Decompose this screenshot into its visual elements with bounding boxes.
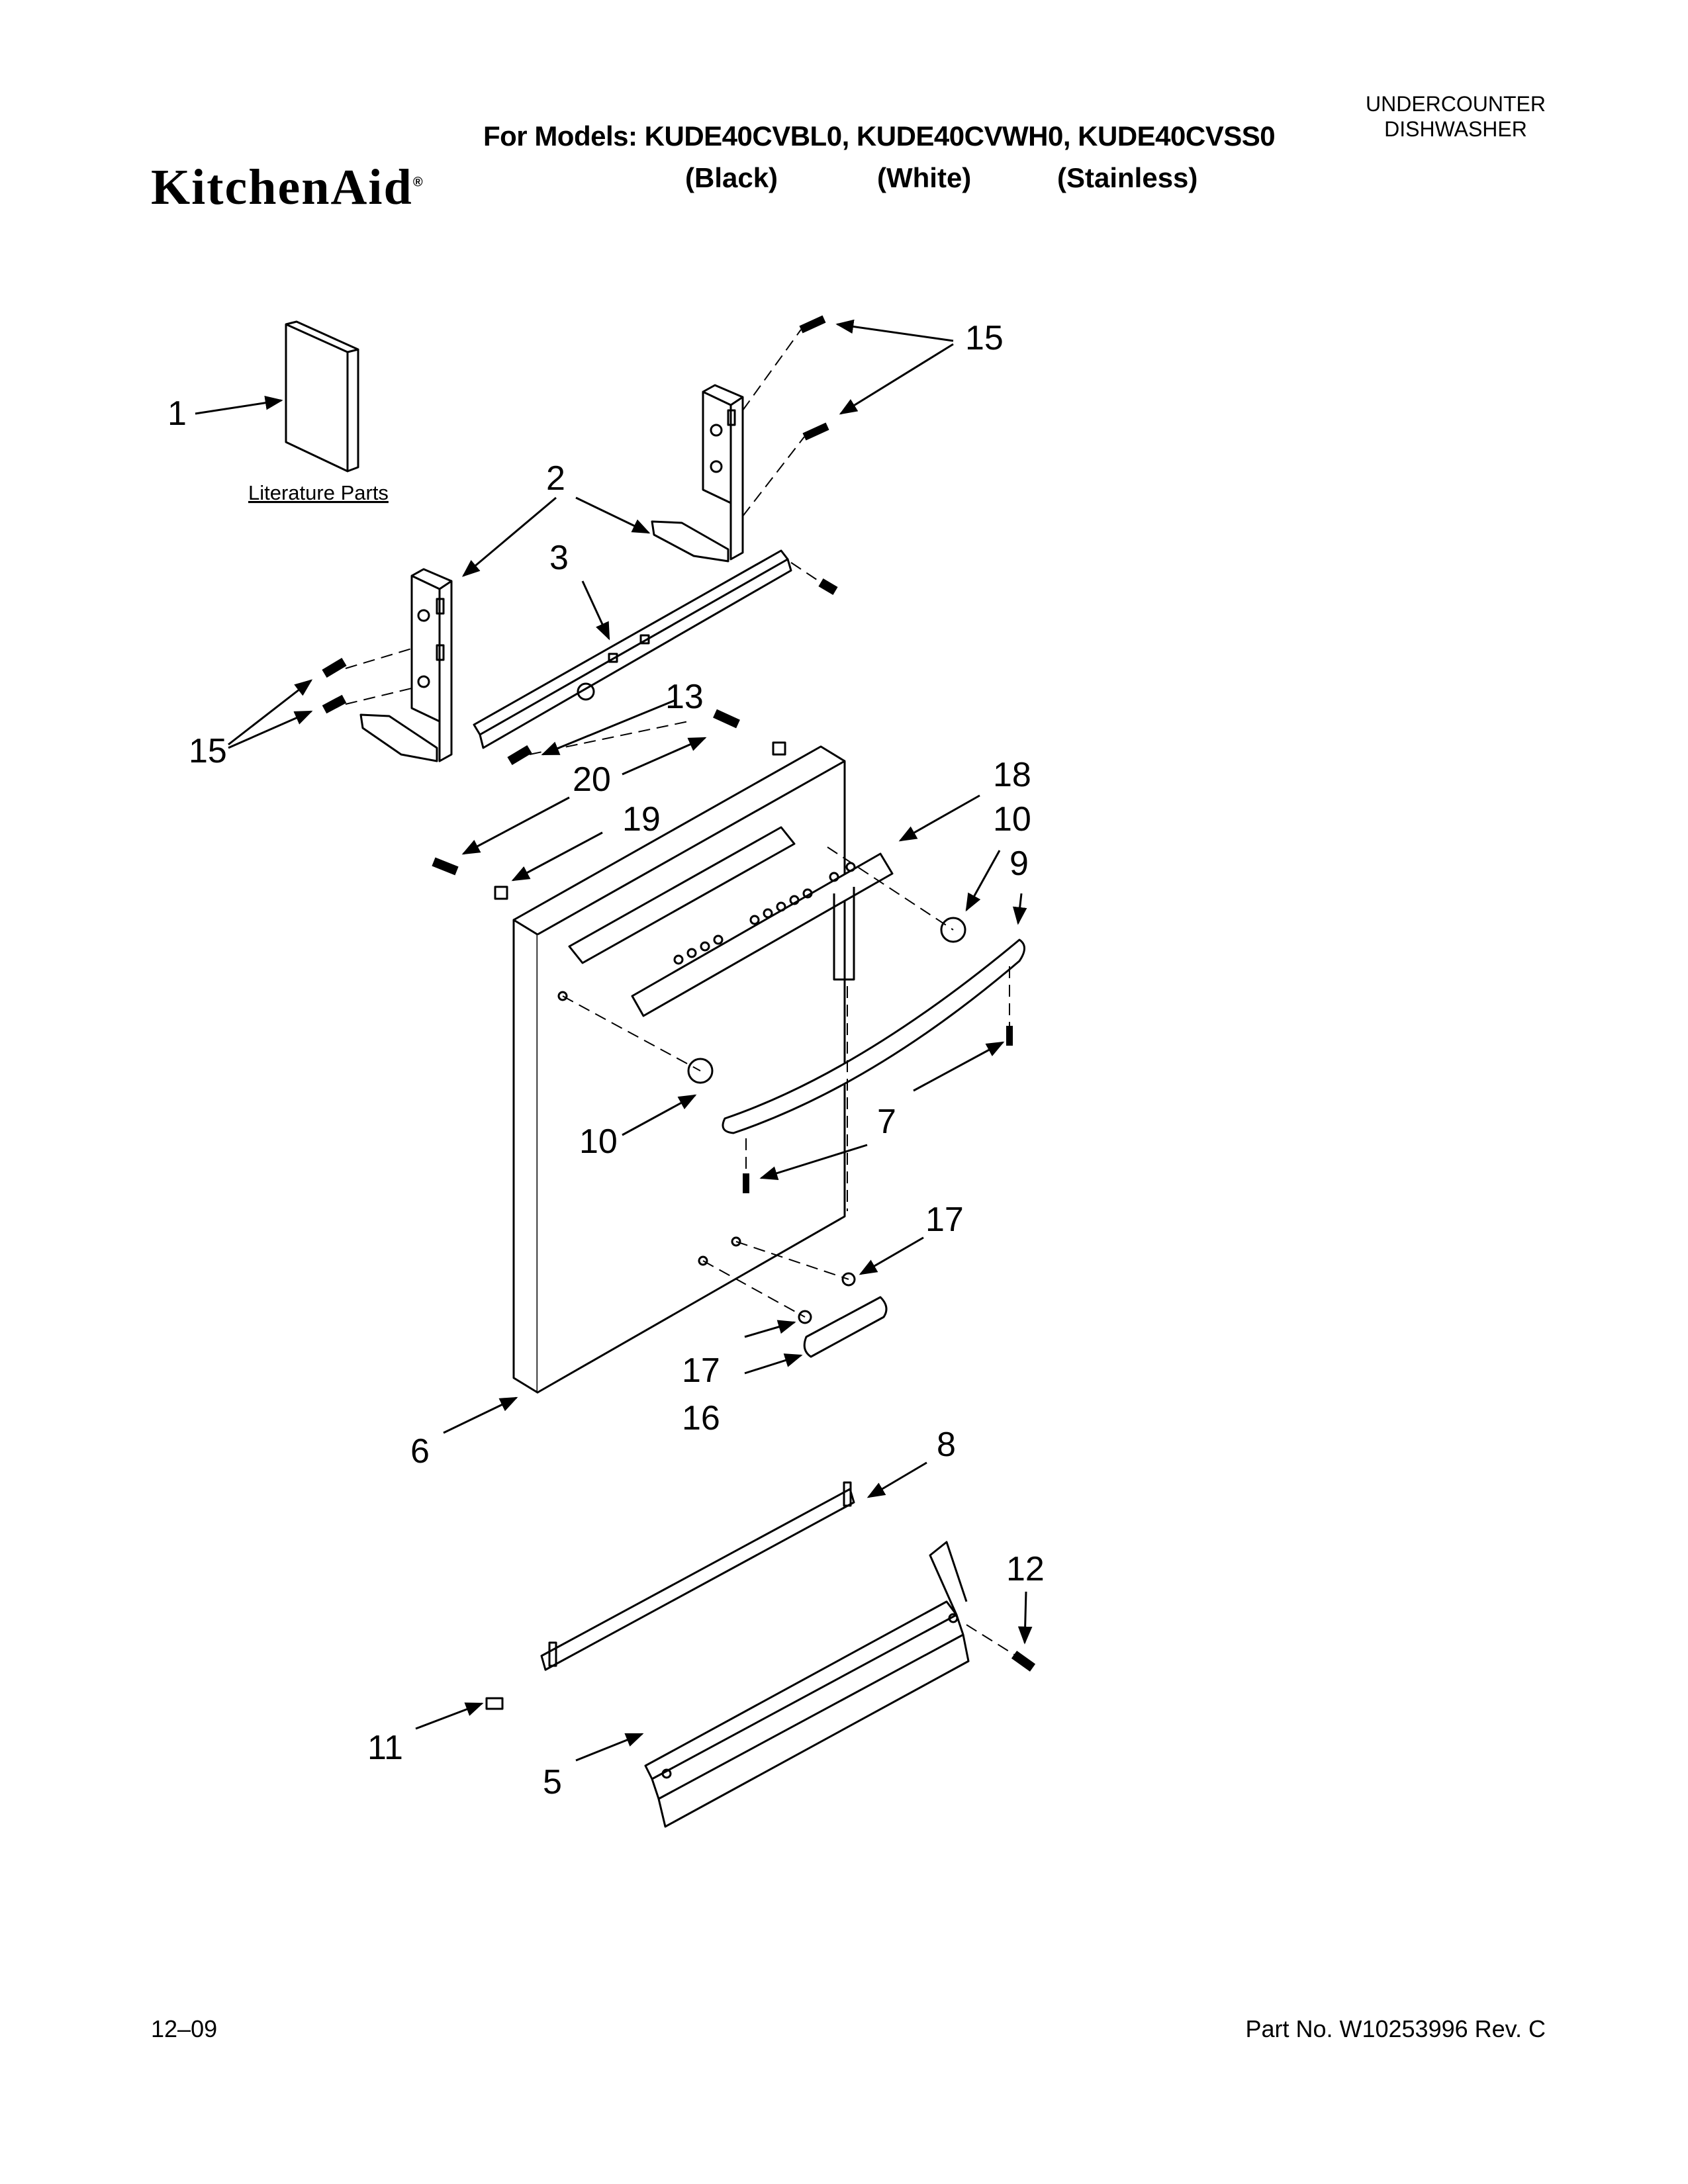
models-heading: For Models: KUDE40CVBL0, KUDE40CVWH0, KU…	[483, 120, 1276, 152]
callout-20: 20	[573, 760, 611, 799]
callout-5: 5	[543, 1763, 562, 1801]
variant-stainless-label: (Stainless)	[1057, 162, 1198, 193]
callout-7: 7	[877, 1103, 896, 1141]
registered-mark: ®	[412, 175, 424, 190]
callout-11: 11	[367, 1729, 403, 1767]
callout-2: 2	[546, 459, 565, 498]
callout-18: 18	[993, 756, 1031, 794]
badge-assembly	[798, 1272, 888, 1358]
callout-8: 8	[937, 1426, 956, 1464]
screws	[322, 315, 838, 900]
part-number: Part No. W10253996 Rev. C	[1245, 2015, 1546, 2042]
callout-10-right: 10	[993, 800, 1031, 839]
door-handle	[687, 917, 1025, 1193]
toe-panel-strip	[540, 1481, 855, 1671]
brand-name: KitchenAid	[151, 159, 413, 215]
toe-kick-screw	[1011, 1651, 1036, 1672]
literature-booklet	[285, 320, 359, 473]
callout-15-top: 15	[965, 319, 1004, 357]
callout-1: 1	[167, 394, 187, 433]
callout-numbers: 1 15 2 3 15 13 20 19 18 10 9 10 7 17 17 …	[167, 319, 1045, 1801]
callout-10-left: 10	[579, 1122, 618, 1161]
callout-16: 16	[682, 1399, 720, 1437]
category-line-2: DISHWASHER	[1384, 117, 1527, 141]
variant-white-label: (White)	[877, 162, 972, 193]
callout-arrows	[195, 319, 1033, 1762]
variant-black-label: (Black)	[685, 162, 778, 193]
callout-19: 19	[622, 800, 661, 839]
literature-parts-label: Literature Parts	[248, 481, 389, 504]
callout-3: 3	[549, 539, 569, 577]
cross-brace	[473, 549, 792, 749]
revision-date: 12–09	[151, 2015, 218, 2042]
kitchenaid-logo: KitchenAid®	[151, 159, 424, 216]
callout-17-upper: 17	[925, 1201, 964, 1239]
mounting-clip	[485, 1697, 504, 1710]
callout-6: 6	[410, 1432, 430, 1471]
side-bracket-left	[359, 568, 453, 762]
callout-9: 9	[1009, 844, 1029, 883]
toe-kick	[644, 1541, 970, 1828]
callout-17-lower: 17	[682, 1351, 720, 1390]
side-bracket-right	[651, 384, 744, 563]
product-category: UNDERCOUNTER DISHWASHER	[1366, 91, 1546, 142]
callout-15-left: 15	[189, 732, 227, 770]
callout-13: 13	[665, 678, 704, 716]
callout-12: 12	[1006, 1550, 1045, 1588]
category-line-1: UNDERCOUNTER	[1366, 92, 1546, 116]
